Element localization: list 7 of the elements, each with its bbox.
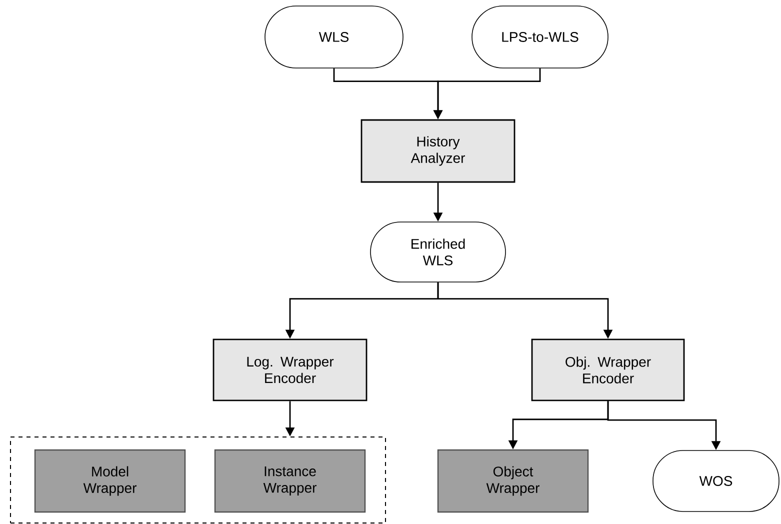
output-box: Model Wrapper [34, 449, 186, 513]
output-box: Instance Wrapper [214, 449, 366, 513]
dashed-group-box [10, 436, 386, 524]
process-box: History Analyzer [360, 119, 516, 183]
process-box: Log. Wrapper Encoder [212, 338, 368, 402]
output-box: Object Wrapper [437, 449, 589, 513]
process-box: Obj. Wrapper Encoder [531, 338, 685, 402]
